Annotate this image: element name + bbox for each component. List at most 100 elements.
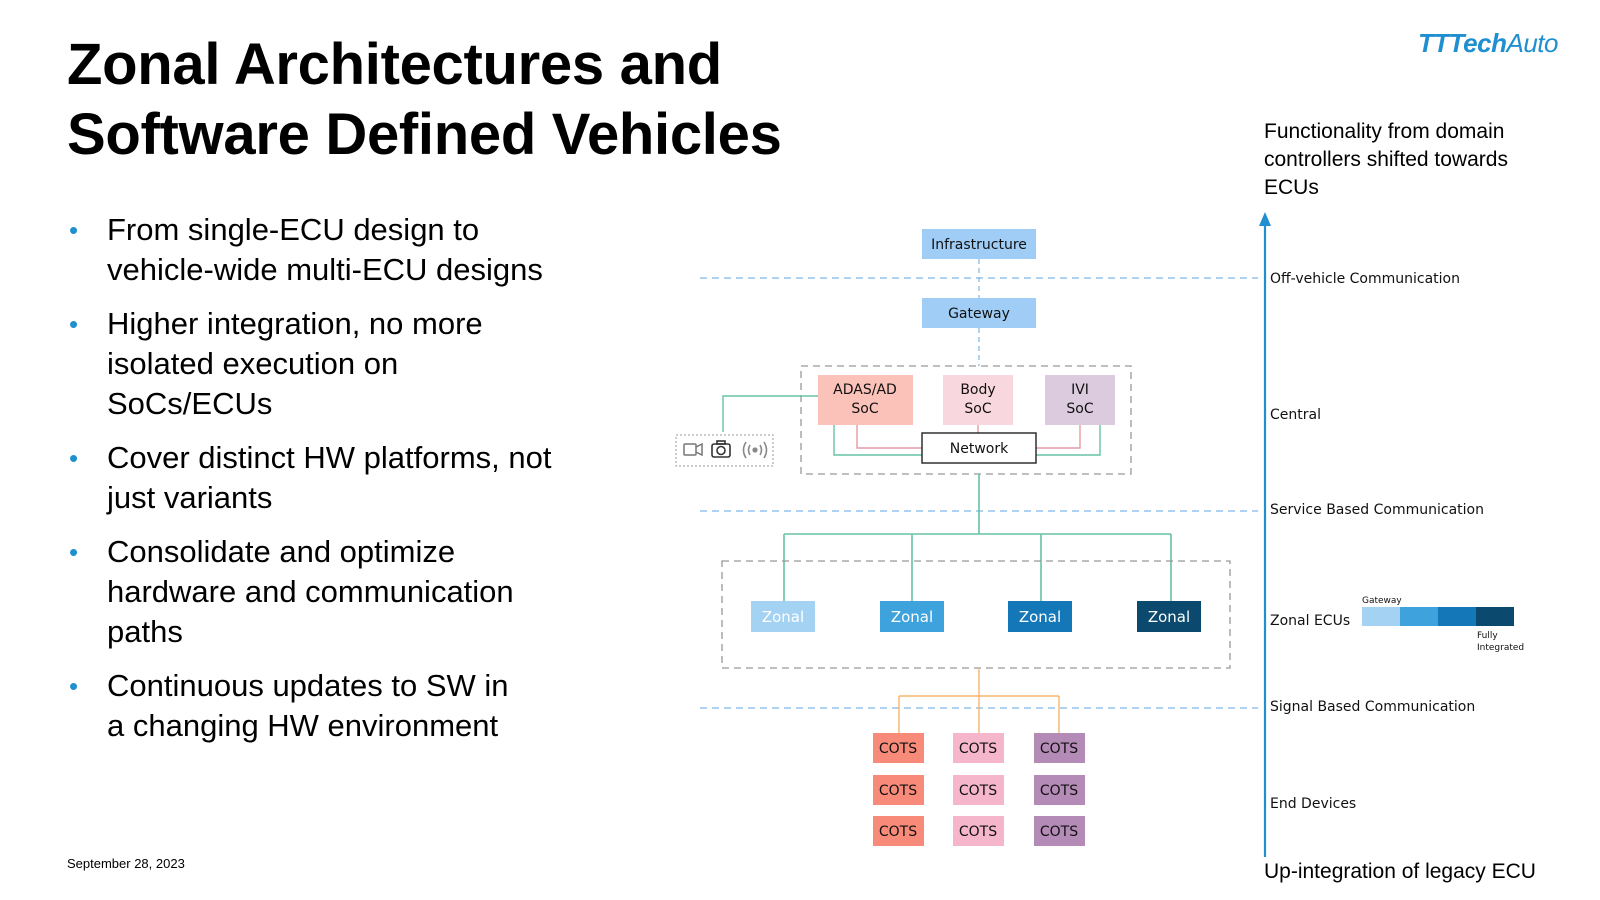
cots-label: COTS: [959, 741, 997, 757]
bullet-dot-icon: •: [69, 537, 79, 567]
legend-end-label: Fully: [1477, 631, 1498, 641]
ivi-network-teal-link: [1036, 425, 1101, 456]
bullet-line: a changing HW environment: [107, 708, 499, 743]
level-label: Service Based Communication: [1270, 502, 1484, 518]
cots-box: [953, 733, 1004, 763]
cots-label: COTS: [959, 783, 997, 799]
legend-swatch-4: [1476, 607, 1514, 626]
cots-box: [1034, 775, 1085, 805]
zonal-ecus: Zonal Zonal Zonal Zonal: [751, 601, 1201, 632]
integration-legend: Gateway Fully Integrated: [1362, 596, 1524, 653]
adas-network-pink-link: [856, 425, 922, 449]
bullet-line: Continuous updates to SW in: [107, 668, 509, 703]
zonal-group-frame: [721, 560, 1231, 669]
zonal-box-3: [1008, 601, 1072, 632]
bullet-dot-icon: •: [69, 309, 79, 339]
zonal-label: Zonal: [1019, 608, 1061, 626]
cots-box: [1034, 733, 1085, 763]
ivi-soc-label: IVI: [1071, 382, 1089, 398]
cots-box: [953, 816, 1004, 846]
bullet-dot-icon: •: [69, 215, 79, 245]
bullet-line: just variants: [107, 480, 273, 515]
axis-levels: Off-vehicle Communication Central Servic…: [1270, 271, 1484, 812]
bullet-item: • Consolidate and optimize hardware and co…: [67, 532, 607, 652]
cots-box: [873, 816, 924, 846]
bullet-line: vehicle-wide multi-ECU designs: [107, 252, 543, 287]
level-label: Central: [1270, 407, 1321, 423]
network-links: [722, 395, 1101, 456]
level-label: Off-vehicle Communication: [1270, 271, 1460, 287]
camera-icon: [711, 440, 731, 458]
level-label: Zonal ECUs: [1270, 613, 1350, 629]
cots-label: COTS: [879, 741, 917, 757]
slide-title-line-1: Zonal Architectures and: [67, 32, 722, 97]
network-label: Network: [950, 441, 1009, 457]
bullet-dot-icon: •: [69, 443, 79, 473]
axis-top-caption: Functionality from domain controllers sh…: [1264, 118, 1508, 202]
gateway-label: Gateway: [948, 306, 1010, 322]
sensor-group-frame: [675, 434, 774, 467]
caption-line: ECUs: [1264, 176, 1319, 199]
zonal-box-1: [751, 601, 815, 632]
network-box: [921, 432, 1037, 464]
cots-devices: COTS COTS COTS COTS COTS COTS COTS COTS …: [873, 733, 1085, 846]
cots-label: COTS: [1040, 824, 1078, 840]
zonal-label: Zonal: [762, 608, 804, 626]
cots-box: [873, 733, 924, 763]
bullet-line: From single-ECU design to: [107, 212, 480, 247]
zonal-box-2: [880, 601, 944, 632]
slide-title-line-2: Software Defined Vehicles: [67, 102, 782, 167]
caption-line: Functionality from domain: [1264, 120, 1505, 143]
cots-box: [1034, 816, 1085, 846]
sensor-adas-link: [722, 395, 818, 432]
zonal-label: Zonal: [1148, 608, 1190, 626]
company-logo: TTTechAuto: [1418, 28, 1558, 59]
slide-date: September 28, 2023: [67, 856, 185, 871]
body-soc-label: Body: [960, 382, 995, 398]
infrastructure-box: [922, 229, 1036, 259]
legend-end-label: Integrated: [1477, 643, 1524, 653]
bullet-line: hardware and communication: [107, 574, 514, 609]
body-soc-label: SoC: [964, 401, 991, 417]
bullet-line: paths: [107, 614, 183, 649]
adas-network-teal-link: [833, 425, 922, 456]
legend-swatch-1: [1362, 607, 1400, 626]
bullet-line: Cover distinct HW platforms, not: [107, 440, 552, 475]
logo-regular-part: Auto: [1506, 28, 1558, 58]
axis-arrow-head-icon: [1259, 212, 1271, 226]
central-group-frame: [800, 365, 1132, 475]
adas-soc-label: ADAS/AD: [833, 382, 897, 398]
zonal-box-4: [1137, 601, 1201, 632]
ivi-soc-label: SoC: [1066, 401, 1093, 417]
axis-bottom-caption: Up-integration of legacy ECU: [1264, 860, 1536, 883]
ivi-network-pink-link: [1036, 425, 1081, 449]
bullet-line: Consolidate and optimize: [107, 534, 456, 569]
level-label: Signal Based Communication: [1270, 699, 1475, 715]
bullet-list: • From single-ECU design to vehicle-wide m…: [67, 210, 607, 760]
gateway-box: [922, 298, 1036, 328]
slide-title: Zonal Architectures and Software Defined…: [67, 30, 782, 170]
level-label: End Devices: [1270, 796, 1356, 812]
radio-signal-icon: [742, 441, 768, 459]
zonal-label: Zonal: [891, 608, 933, 626]
cots-box: [873, 775, 924, 805]
cots-label: COTS: [879, 783, 917, 799]
bullet-item: • Cover distinct HW platforms, not just va…: [67, 438, 607, 518]
infrastructure-label: Infrastructure: [931, 237, 1027, 253]
adas-soc-box: [818, 375, 913, 425]
ivi-soc-box: [1045, 375, 1115, 425]
body-soc-box: [943, 375, 1013, 425]
bullet-line: Higher integration, no more: [107, 306, 483, 341]
video-camera-icon: [683, 442, 703, 457]
bullet-item: • Continuous updates to SW in a changing H…: [67, 666, 607, 746]
cots-box: [953, 775, 1004, 805]
bullet-dot-icon: •: [69, 671, 79, 701]
caption-line: controllers shifted towards: [1264, 148, 1508, 171]
cots-label: COTS: [959, 824, 997, 840]
cots-label: COTS: [1040, 741, 1078, 757]
legend-swatch-2: [1400, 607, 1438, 626]
cots-tree-links: [898, 668, 1060, 733]
cots-label: COTS: [1040, 783, 1078, 799]
